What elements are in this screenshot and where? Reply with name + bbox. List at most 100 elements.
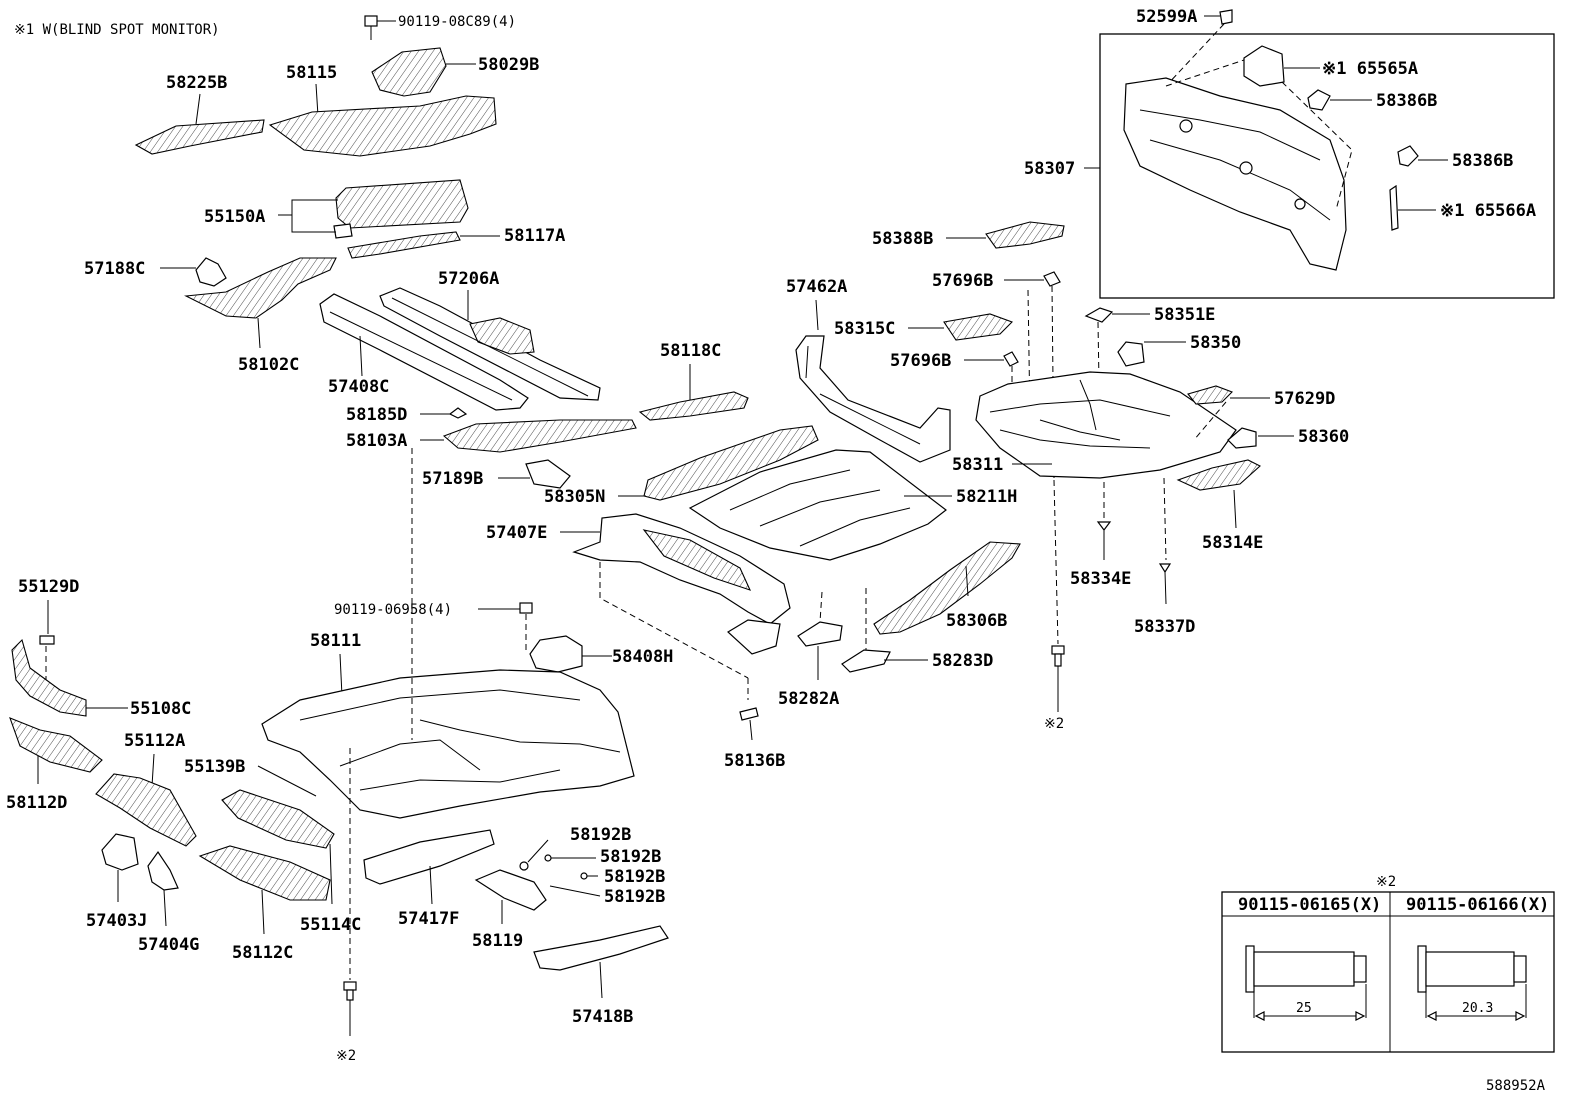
part-58136b xyxy=(739,707,759,721)
part-58360 xyxy=(1227,427,1257,449)
part-58388b xyxy=(985,221,1065,249)
label-58112d: 58112D xyxy=(6,793,67,813)
label-57462a: 57462A xyxy=(786,277,847,297)
label-57407e: 57407E xyxy=(486,523,547,543)
label-58334e: 58334E xyxy=(1070,569,1131,589)
part-58102c xyxy=(184,257,337,319)
blind-spot-note: ※1 W(BLIND SPOT MONITOR) xyxy=(14,22,220,38)
clips-58192b xyxy=(519,839,601,897)
label-58283d: 58283D xyxy=(932,651,993,671)
part-57404g xyxy=(147,850,179,891)
part-58115 xyxy=(268,95,497,157)
label-58185d: 58185D xyxy=(346,405,407,425)
part-58185d xyxy=(448,407,468,419)
bolt-table xyxy=(1221,891,1555,1053)
part-58315c xyxy=(943,313,1013,341)
label-57189b: 57189B xyxy=(422,469,483,489)
part-55108c xyxy=(11,638,87,717)
label-58307: 58307 xyxy=(1024,159,1075,179)
part-55139b xyxy=(221,789,335,849)
bolt-90119-06958 xyxy=(519,602,533,654)
part-58112d xyxy=(9,717,103,773)
part-57417f xyxy=(363,829,495,885)
part-58311 xyxy=(975,371,1237,479)
label-57403j: 57403J xyxy=(86,911,147,931)
part-55150a xyxy=(333,179,469,239)
label-57629d: 57629D xyxy=(1274,389,1335,409)
label-57404g: 57404G xyxy=(138,935,199,955)
label-58386b-1: 58386B xyxy=(1376,91,1437,111)
part-58307 xyxy=(1123,77,1347,271)
bolt-90119-08c89 xyxy=(364,15,396,40)
bolt-ref-2-left xyxy=(343,981,357,1001)
bolt-illustration-2 xyxy=(1417,945,1527,1021)
part-57407e xyxy=(572,513,791,625)
label-58225b: 58225B xyxy=(166,73,227,93)
label-90119-08c89: 90119-08C89(4) xyxy=(398,14,516,30)
drawing-number: 588952A xyxy=(1486,1078,1546,1094)
part-57629d xyxy=(1187,385,1233,405)
part-52599a xyxy=(1219,9,1233,25)
label-58350: 58350 xyxy=(1190,333,1241,353)
label-58117a: 58117A xyxy=(504,226,565,246)
part-58283d xyxy=(841,649,891,673)
part-57189b xyxy=(525,459,571,489)
label-65565a: ※1 65565A xyxy=(1322,59,1418,79)
part-58386b-2 xyxy=(1397,145,1419,167)
bolt-dim-1: 25 xyxy=(1296,1001,1312,1016)
label-58282a: 58282A xyxy=(778,689,839,709)
label-58136b: 58136B xyxy=(724,751,785,771)
label-58337d: 58337D xyxy=(1134,617,1195,637)
label-58305n: 58305N xyxy=(544,487,605,507)
label-58118c: 58118C xyxy=(660,341,721,361)
label-65566a: ※1 65566A xyxy=(1440,201,1536,221)
label-58192b-1: 58192B xyxy=(570,825,631,845)
part-58334e xyxy=(1096,521,1112,531)
label-58388b: 58388B xyxy=(872,229,933,249)
label-58311: 58311 xyxy=(952,455,1003,475)
part-58306b xyxy=(873,541,1021,635)
part-58351e xyxy=(1084,307,1114,323)
bolt-illustration-1 xyxy=(1245,945,1367,1021)
part-57403j xyxy=(101,833,139,871)
part-58211h xyxy=(688,449,947,561)
part-58337d xyxy=(1158,563,1172,574)
label-57188c: 57188C xyxy=(84,259,145,279)
label-58192b-4: 58192B xyxy=(604,887,665,907)
part-55112a xyxy=(95,773,197,847)
label-57206a: 57206A xyxy=(438,269,499,289)
label-55114c: 55114C xyxy=(300,915,361,935)
part-58282a-bracket xyxy=(727,619,781,655)
label-58360: 58360 xyxy=(1298,427,1349,447)
label-57696b-1: 57696B xyxy=(932,271,993,291)
label-57417f: 57417F xyxy=(398,909,459,929)
label-58211h: 58211H xyxy=(956,487,1017,507)
ref-mark-left: ※2 xyxy=(336,1048,356,1064)
bolt-ref-2-right xyxy=(1051,645,1065,667)
label-55150a: 55150A xyxy=(204,207,265,227)
bolt-dim-2: 20.3 xyxy=(1462,1001,1493,1016)
part-65565a xyxy=(1243,45,1285,87)
label-57696b-2: 57696B xyxy=(890,351,951,371)
part-58350 xyxy=(1117,341,1145,367)
part-58119 xyxy=(474,869,547,911)
label-57418b: 57418B xyxy=(572,1007,633,1027)
part-58029b xyxy=(371,47,476,97)
label-90119-06958: 90119-06958(4) xyxy=(334,602,452,618)
bolt-table-mark: ※2 xyxy=(1376,874,1396,890)
label-58112c: 58112C xyxy=(232,943,293,963)
label-58192b-3: 58192B xyxy=(604,867,665,887)
part-65566a xyxy=(1389,184,1399,231)
label-58408h: 58408H xyxy=(612,647,673,667)
label-58192b-2: 58192B xyxy=(600,847,661,867)
label-58351e: 58351E xyxy=(1154,305,1215,325)
ref-mark-right: ※2 xyxy=(1044,716,1064,732)
label-55129d: 55129D xyxy=(18,577,79,597)
part-57206a xyxy=(379,287,601,401)
part-58305n xyxy=(643,425,819,501)
part-57696b-2 xyxy=(1003,351,1019,367)
label-58111: 58111 xyxy=(310,631,361,651)
label-58103a: 58103A xyxy=(346,431,407,451)
part-55129d xyxy=(39,635,55,645)
label-58314e: 58314E xyxy=(1202,533,1263,553)
